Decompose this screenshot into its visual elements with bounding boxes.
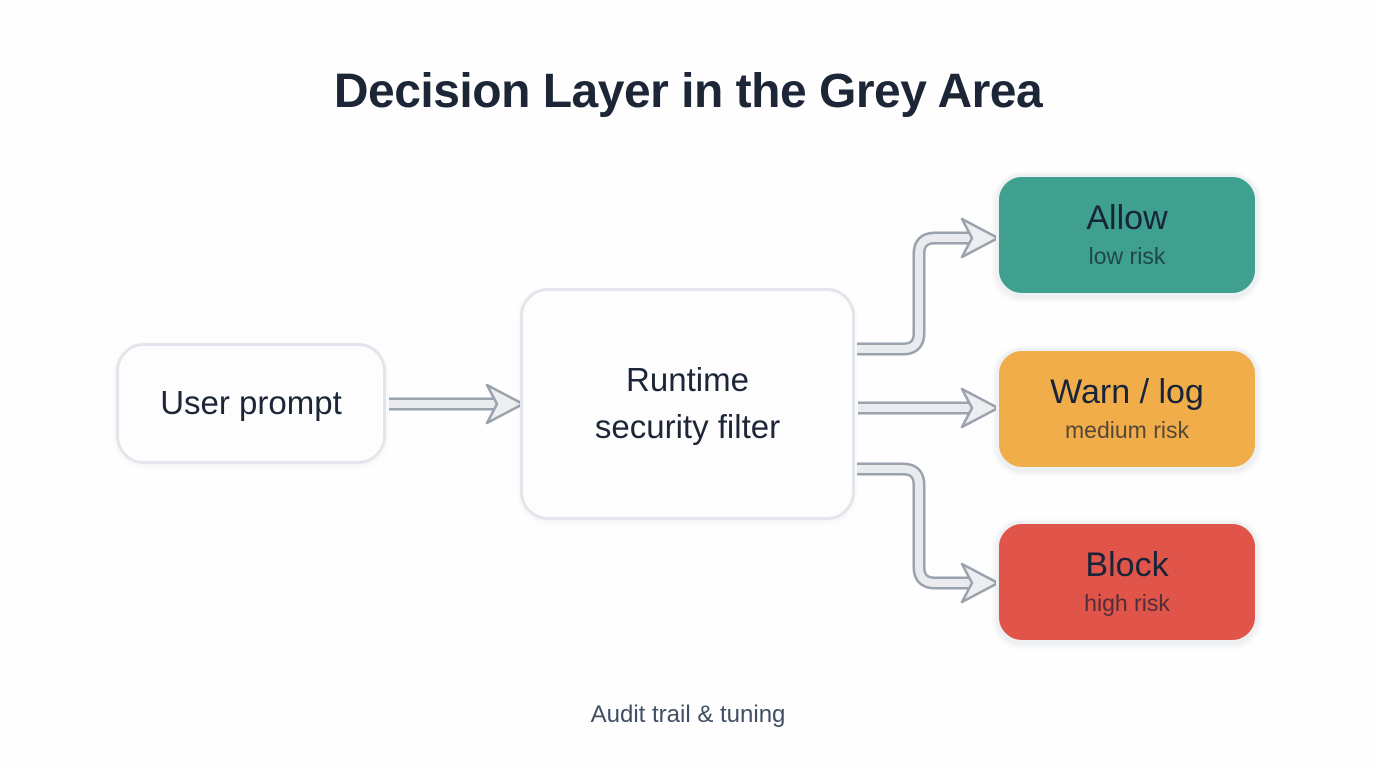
diagram-title: Decision Layer in the Grey Area xyxy=(333,65,1043,118)
diagram-caption: Audit trail & tuning xyxy=(590,701,786,728)
node-runtime-security-filter: Runtime security filter xyxy=(520,288,855,520)
node-allow-risk-label: low risk xyxy=(1088,242,1166,269)
node-user-prompt: User prompt xyxy=(116,343,386,464)
arrow-filter-to-warn xyxy=(858,387,1000,429)
node-warn-log-risk-label: medium risk xyxy=(1065,416,1189,443)
node-warn-log: Warn / log medium risk xyxy=(996,348,1258,470)
arrow-user-to-filter xyxy=(389,383,525,425)
node-block-label: Block xyxy=(1085,546,1169,585)
node-block: Block high risk xyxy=(996,521,1258,643)
node-block-risk-label: high risk xyxy=(1084,589,1170,616)
node-warn-log-label: Warn / log xyxy=(1050,373,1204,412)
node-runtime-security-filter-label: Runtime security filter xyxy=(594,361,781,445)
node-allow: Allow low risk xyxy=(996,174,1258,296)
arrow-filter-to-allow xyxy=(857,217,1000,356)
arrow-filter-to-block xyxy=(857,462,1000,604)
node-allow-label: Allow xyxy=(1086,199,1168,238)
node-user-prompt-label: User prompt xyxy=(160,384,342,422)
